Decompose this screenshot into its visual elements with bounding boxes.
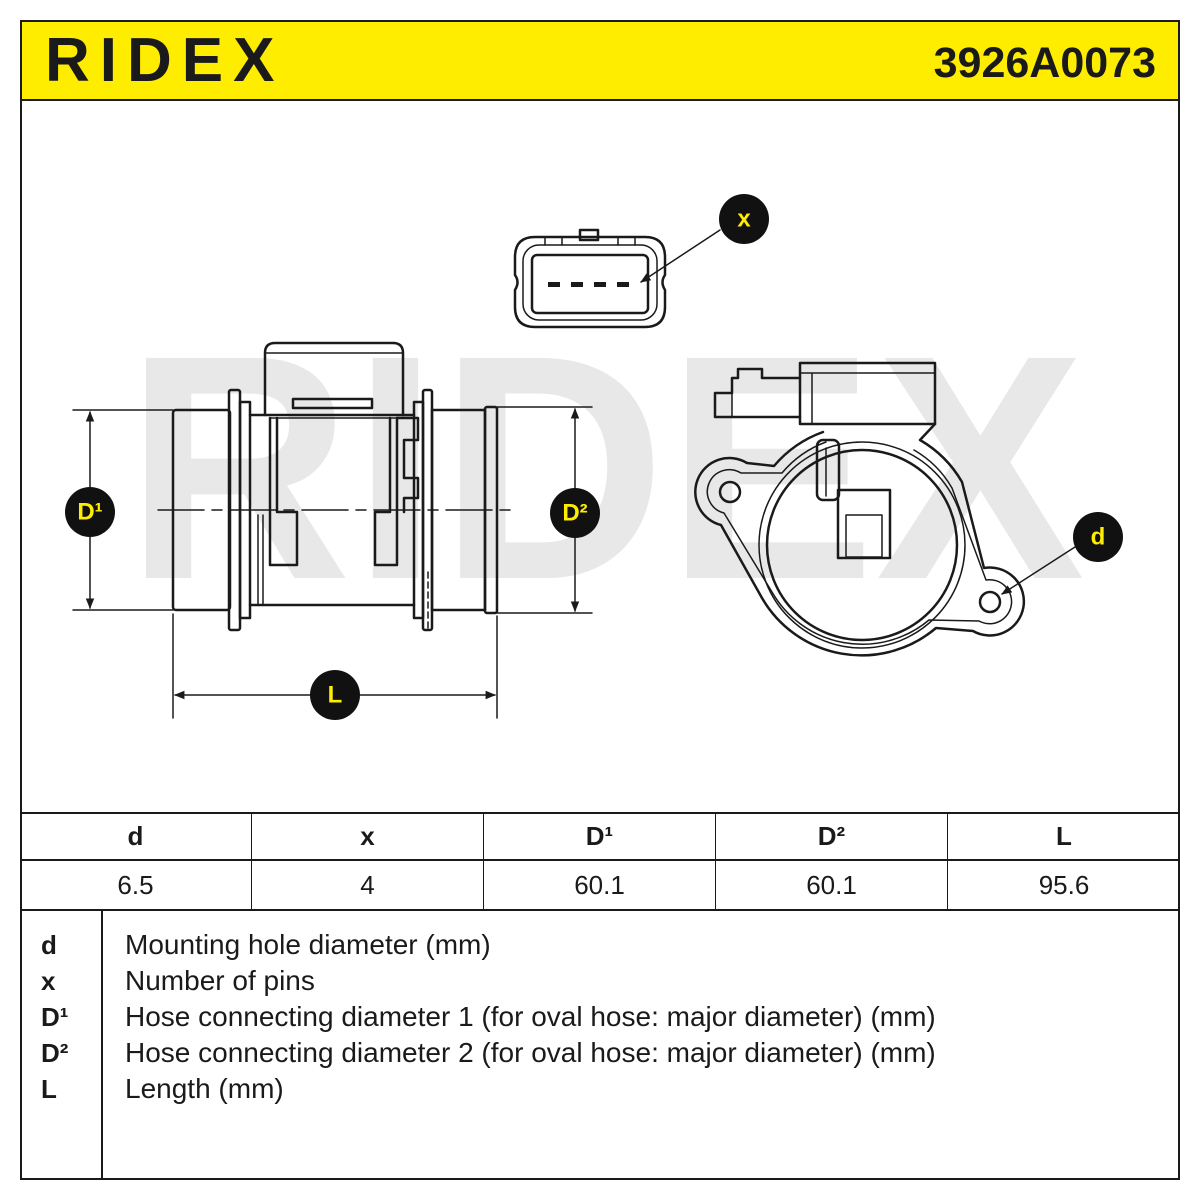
x-callout-label: x xyxy=(737,206,751,233)
side-view xyxy=(157,341,513,632)
end-housing xyxy=(798,361,937,426)
value-d: 6.5 xyxy=(20,861,252,909)
part-number: 3926A0073 xyxy=(933,39,1156,87)
legend-list: d Mounting hole diameter (mm) x Number o… xyxy=(20,927,1180,1107)
connector-pin xyxy=(617,282,629,287)
d-callout-badge xyxy=(1073,512,1123,562)
connector-pin xyxy=(594,282,606,287)
mounting-hole-right xyxy=(978,590,1002,614)
callout-d: d xyxy=(1001,512,1123,595)
specs-header-row: d x D¹ D² L xyxy=(20,812,1180,861)
technical-drawing: RIDEX D¹ xyxy=(65,194,1123,720)
column-header-d: d xyxy=(20,814,252,859)
housing-slot xyxy=(291,397,374,410)
watermark-logo: RIDEX xyxy=(125,288,1087,646)
l-callout-badge xyxy=(310,670,360,720)
connector-cavity xyxy=(530,253,650,315)
legend-item: D² Hose connecting diameter 2 (for oval … xyxy=(20,1035,1180,1071)
connector-face-view xyxy=(513,228,667,329)
l-callout-label: L xyxy=(328,682,343,709)
value-x: 4 xyxy=(252,861,484,909)
legend-description: Mounting hole diameter (mm) xyxy=(125,929,491,960)
d1-extension-lines xyxy=(72,409,174,611)
specs-table: d x D¹ D² L 6.5 4 60.1 60.1 95.6 xyxy=(20,812,1180,911)
sensor-element-stem xyxy=(815,438,841,502)
sensor-probe-right xyxy=(373,416,399,567)
dimension-l: L xyxy=(172,613,498,720)
legend-symbol: D¹ xyxy=(41,1002,69,1032)
column-header-x: x xyxy=(252,814,484,859)
legend: d Mounting hole diameter (mm) x Number o… xyxy=(20,911,1180,1180)
connector-pin xyxy=(548,282,560,287)
x-leader-line xyxy=(640,229,721,283)
legend-item: x Number of pins xyxy=(20,963,1180,999)
body-rib xyxy=(257,514,264,606)
end-housing-detail xyxy=(799,372,936,425)
legend-divider xyxy=(101,911,103,1180)
value-d1: 60.1 xyxy=(484,861,716,909)
specs-value-row: 6.5 4 60.1 60.1 95.6 xyxy=(20,861,1180,911)
connector-ribs xyxy=(544,236,636,246)
sensor-probe-left xyxy=(268,416,299,567)
end-connector-plug xyxy=(713,367,802,419)
column-header-l: L xyxy=(1056,821,1072,851)
callout-x: x xyxy=(640,194,769,283)
brand-logo: RIDEX xyxy=(45,26,285,95)
legend-symbol: d xyxy=(41,930,57,960)
d2-callout-label: D² xyxy=(562,500,587,527)
legend-description: Length (mm) xyxy=(125,1073,284,1104)
legend-description: Number of pins xyxy=(125,965,315,996)
column-header-d2: D² xyxy=(716,814,948,859)
mounting-hole-left xyxy=(718,480,742,504)
mounting-flange-inner-edge xyxy=(706,441,1013,646)
connector-latch xyxy=(578,228,600,242)
value-l: 95.6 xyxy=(1038,870,1090,900)
dimension-d2: D² xyxy=(496,406,600,614)
mounting-flange-outline xyxy=(694,422,1026,657)
legend-item: L Length (mm) xyxy=(20,1071,1180,1107)
d2-callout-badge xyxy=(550,488,600,538)
header-bar: RIDEX 3926A0073 xyxy=(20,20,1180,101)
connector-outline xyxy=(513,235,667,329)
end-view xyxy=(694,361,1026,657)
legend-symbol: D² xyxy=(41,1038,69,1068)
column-header-d1: D¹ xyxy=(484,814,716,859)
d-leader-line xyxy=(1001,546,1076,595)
bore-outer-ring xyxy=(758,441,966,649)
d2-extension-lines xyxy=(496,406,593,614)
d-callout-label: d xyxy=(1091,524,1106,551)
body-outline xyxy=(248,413,416,607)
legend-item: d Mounting hole diameter (mm) xyxy=(20,927,1180,963)
sensor-housing xyxy=(263,341,405,417)
connector-pin xyxy=(571,282,583,287)
legend-item: D¹ Hose connecting diameter 1 (for oval … xyxy=(20,999,1180,1035)
housing-bracket xyxy=(395,416,420,514)
connector-inner-rim xyxy=(522,244,658,321)
x-callout-badge xyxy=(719,194,769,244)
l-extension-lines xyxy=(172,613,498,719)
legend-description: Hose connecting diameter 1 (for oval hos… xyxy=(125,1001,936,1032)
sensor-element-body xyxy=(836,488,892,560)
legend-symbol: x xyxy=(41,966,56,996)
bore xyxy=(765,448,959,642)
d1-callout-badge xyxy=(65,487,115,537)
legend-description: Hose connecting diameter 2 (for oval hos… xyxy=(125,1037,936,1068)
sensor-element-window xyxy=(845,514,883,558)
legend-symbol: L xyxy=(41,1074,57,1104)
value-d2: 60.1 xyxy=(716,861,948,909)
dimension-d1: D¹ xyxy=(65,409,174,611)
d1-callout-label: D¹ xyxy=(77,499,102,526)
